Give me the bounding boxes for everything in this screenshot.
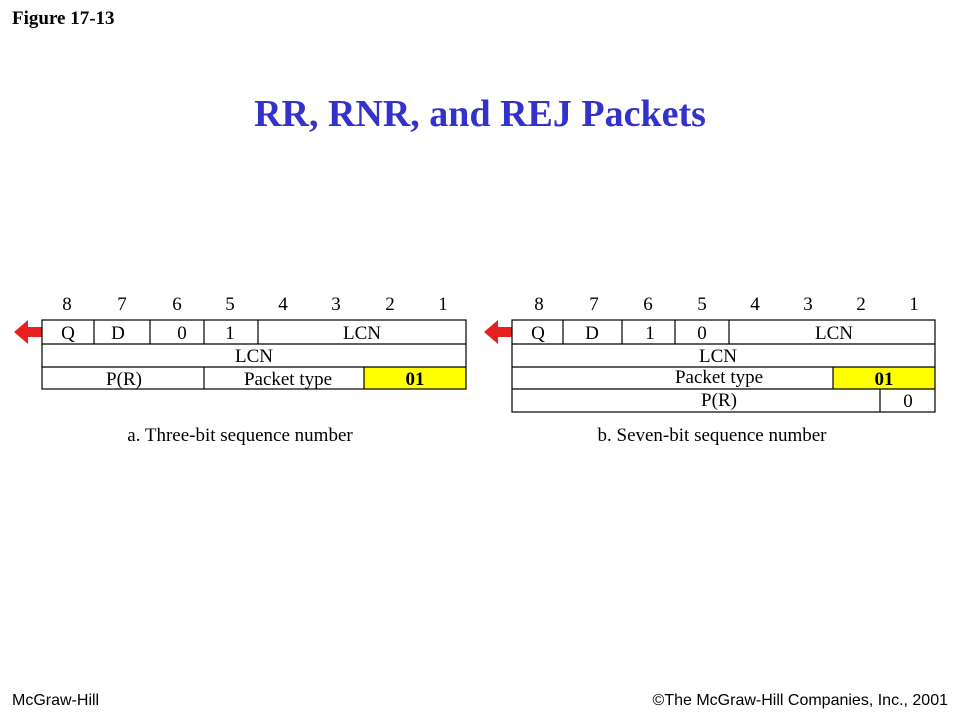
bit-number: 2 [856, 294, 866, 315]
packet-type-code: 01 [875, 369, 894, 390]
bit6-value: 0 [177, 323, 187, 344]
pr-label: P(R) [701, 390, 737, 411]
lcn-label: LCN [343, 323, 381, 344]
caption-three-bit: a. Three-bit sequence number [127, 425, 353, 446]
bit-number: 1 [438, 294, 448, 315]
packet-frame [41, 319, 467, 390]
bit-number: 4 [750, 294, 760, 315]
bit-number: 3 [803, 294, 813, 315]
bit-number: 1 [909, 294, 919, 315]
packet-type-code-highlight [364, 367, 466, 389]
packet-frame [511, 319, 936, 413]
bit-number: 2 [385, 294, 395, 315]
arrow-left-icon [14, 320, 42, 344]
bit-number: 6 [172, 294, 182, 315]
packet-type-code-highlight [833, 367, 935, 389]
bit-number: 4 [278, 294, 288, 315]
d-bit-label: D [585, 323, 599, 344]
bit5-value: 1 [225, 323, 235, 344]
bit5-value: 0 [697, 323, 707, 344]
arrow-left-icon [484, 320, 512, 344]
packet-type-label: Packet type [244, 369, 332, 390]
diagram-three-bit: 8 7 6 5 4 3 2 1 Q D 0 1 LCN LCN P(R) Pac… [14, 294, 467, 446]
q-bit-label: Q [61, 323, 75, 344]
lcn-label: LCN [699, 346, 737, 367]
lcn-label: LCN [235, 346, 273, 367]
bit-number: 6 [643, 294, 653, 315]
bit-number: 5 [697, 294, 707, 315]
page-title: RR, RNR, and REJ Packets [254, 93, 706, 135]
diagram-seven-bit: 8 7 6 5 4 3 2 1 Q D 1 0 LCN LCN Packet t… [484, 294, 936, 446]
caption-seven-bit: b. Seven-bit sequence number [598, 425, 828, 446]
bit1-value: 0 [903, 391, 913, 412]
bit6-value: 1 [645, 323, 655, 344]
bit-number: 7 [589, 294, 599, 315]
bit-number: 3 [331, 294, 341, 315]
bit-number: 5 [225, 294, 235, 315]
bit-number: 8 [62, 294, 72, 315]
bit-number: 7 [117, 294, 127, 315]
packet-type-label: Packet type [675, 367, 763, 388]
lcn-label: LCN [815, 323, 853, 344]
copyright-footer: ©The McGraw-Hill Companies, Inc., 2001 [652, 692, 948, 709]
publisher-footer: McGraw-Hill [12, 692, 100, 709]
q-bit-label: Q [531, 323, 545, 344]
packet-type-code: 01 [406, 369, 425, 390]
figure-label: Figure 17-13 [12, 8, 115, 29]
pr-label: P(R) [106, 369, 142, 390]
bit-number: 8 [534, 294, 544, 315]
d-bit-label: D [111, 323, 125, 344]
